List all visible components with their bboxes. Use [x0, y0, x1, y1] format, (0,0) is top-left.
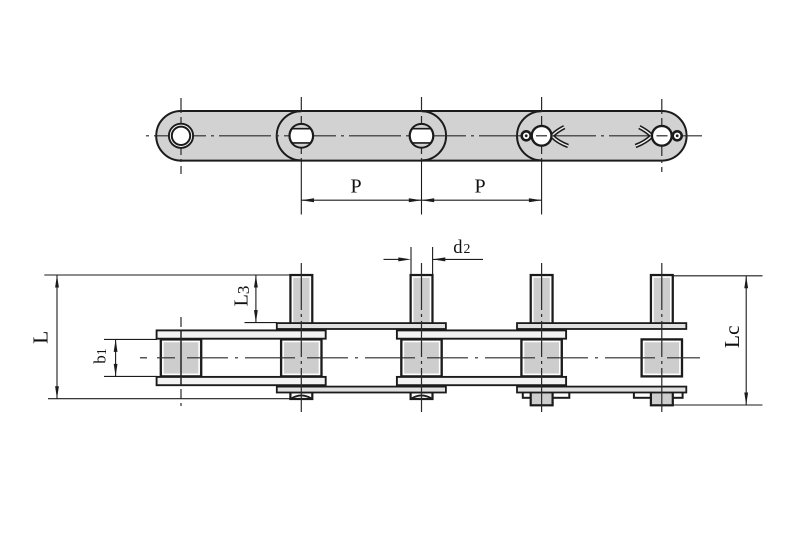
svg-text:b1: b1 [91, 348, 111, 364]
svg-text:Lc: Lc [720, 325, 744, 348]
svg-text:L3: L3 [231, 286, 253, 307]
svg-text:d2: d2 [453, 238, 470, 258]
svg-text:P: P [350, 176, 361, 198]
svg-text:P: P [474, 176, 485, 198]
svg-text:L: L [29, 331, 53, 344]
